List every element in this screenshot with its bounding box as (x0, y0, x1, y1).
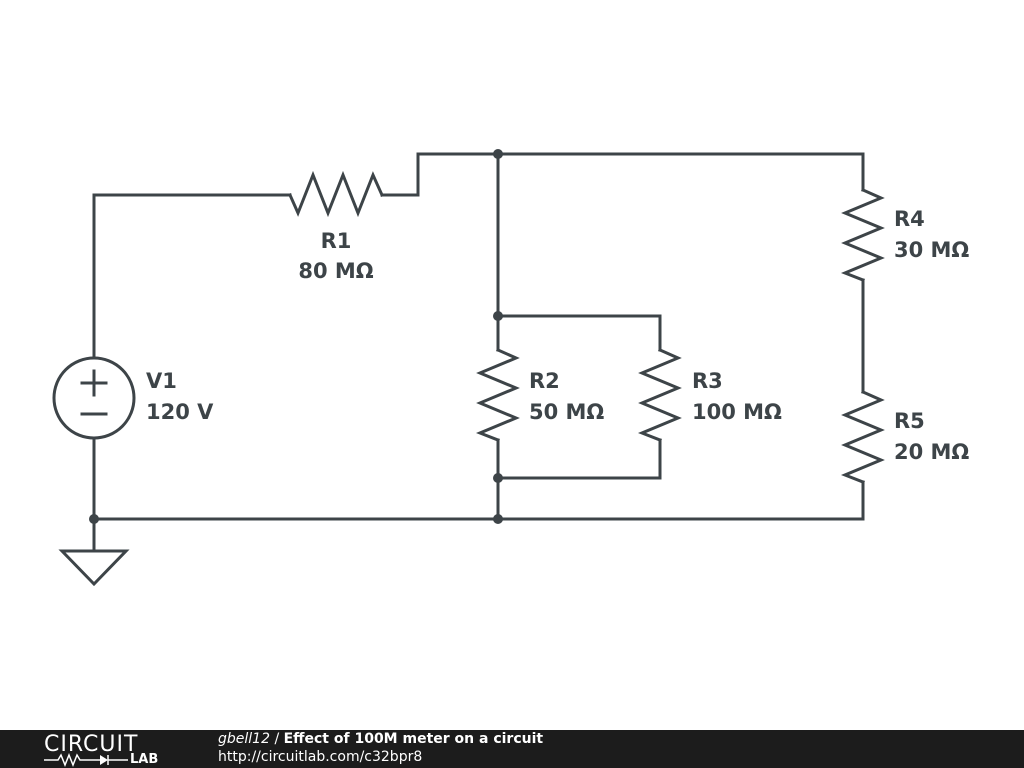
plus-icon (80, 369, 108, 397)
resistor-r2 (475, 348, 520, 442)
wire-parallel-bottom (496, 438, 662, 480)
resistor-r1 (288, 170, 384, 218)
circuit-schematic: R1 80 MΩ V1 120 V R2 50 MΩ R3 100 MΩ R4 … (52, 149, 969, 587)
junction-dot (493, 311, 503, 321)
resistor-r3 (637, 348, 682, 442)
voltage-source-v1 (52, 356, 136, 440)
path-separator: / (274, 731, 280, 747)
circuitlab-logo-text[interactable]: CIRCUIT (44, 732, 139, 757)
r5-value-label: 20 MΩ (894, 440, 969, 464)
wire-top-rail (496, 152, 865, 192)
wire-r1-to-top-node (380, 152, 500, 197)
r2-name-label: R2 (529, 369, 560, 393)
ground-icon (58, 549, 130, 587)
footer-bar: CIRCUIT LAB gbell12 / Effect of 100M met… (0, 730, 1024, 768)
v1-name-label: V1 (146, 369, 177, 393)
r3-value-label: 100 MΩ (692, 400, 782, 424)
author-link[interactable]: gbell12 (218, 731, 270, 747)
v1-value-label: 120 V (146, 400, 214, 424)
junction-dot (493, 149, 503, 159)
resistor-r4 (840, 188, 885, 282)
r4-name-label: R4 (894, 207, 925, 231)
r4-value-label: 30 MΩ (894, 238, 969, 262)
wire-r5-bottom (92, 480, 865, 521)
r3-name-label: R3 (692, 369, 723, 393)
r1-value-label: 80 MΩ (298, 259, 373, 283)
junction-dot (493, 514, 503, 524)
wire-v1-to-r1 (92, 193, 292, 360)
r5-name-label: R5 (894, 409, 925, 433)
resistor-r5 (840, 390, 885, 484)
wire-parallel-top (496, 314, 662, 352)
r1-name-label: R1 (321, 229, 352, 253)
junction-dot (493, 473, 503, 483)
resistor-diode-logo-icon (44, 753, 128, 767)
circuit-url-link[interactable]: http://circuitlab.com/c32bpr8 (218, 749, 423, 765)
junction-dot (89, 514, 99, 524)
circuit-title[interactable]: Effect of 100M meter on a circuit (283, 731, 544, 747)
circuit-meta-line: gbell12 / Effect of 100M meter on a circ… (218, 731, 543, 747)
circuitlab-logo-subtext: LAB (130, 752, 159, 767)
r2-value-label: 50 MΩ (529, 400, 604, 424)
